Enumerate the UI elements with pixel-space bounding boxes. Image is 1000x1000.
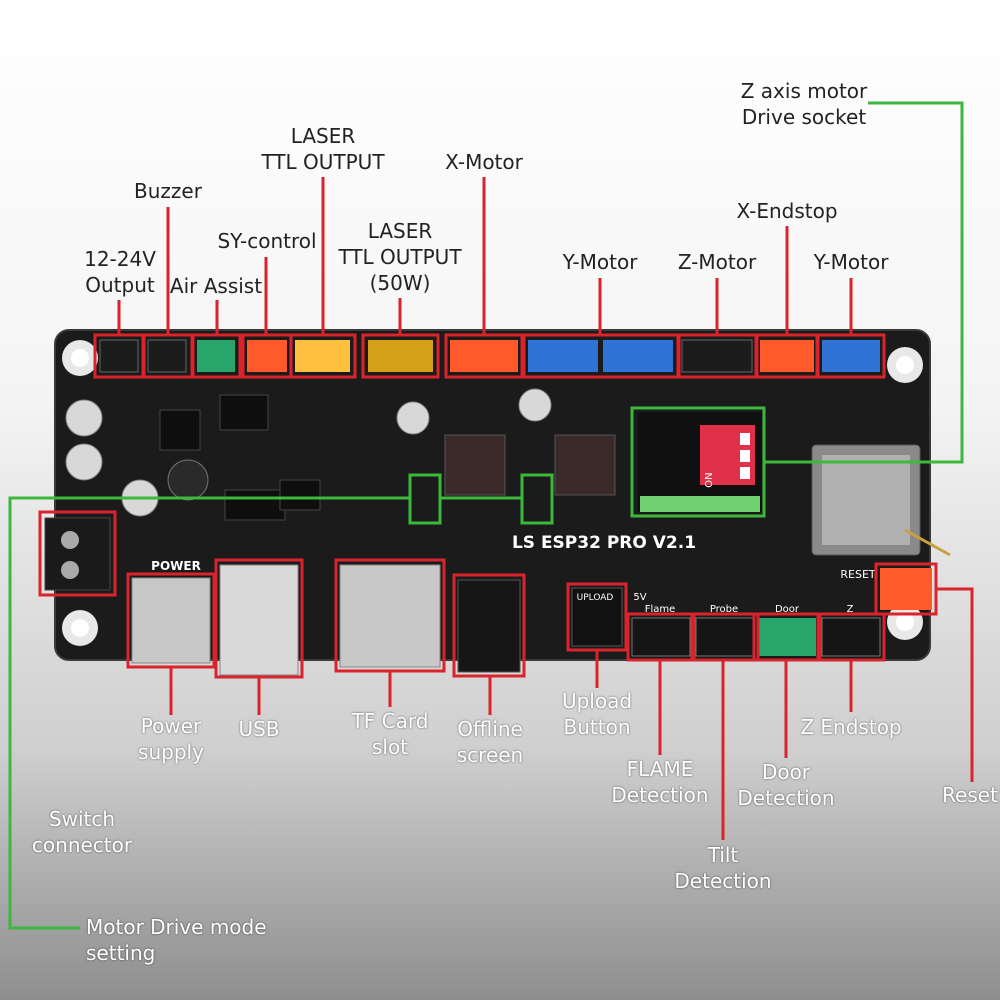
antenna (904, 528, 951, 557)
label-usb: USB (238, 717, 280, 741)
connector-x-endstop (760, 340, 814, 372)
top-connectors (99, 339, 880, 373)
label-tilt-detection: Tilt Detection (674, 843, 772, 893)
connector-flame (631, 617, 691, 657)
label-switch-connector: Switch connector (31, 807, 133, 857)
usb-port (219, 564, 299, 676)
label-y-motor-1: Y-Motor (562, 250, 638, 274)
dip-2 (740, 450, 750, 462)
connector-laser-ttl (295, 340, 350, 372)
connector-air-assist (197, 340, 235, 372)
connector-door (758, 618, 816, 656)
connector-probe (695, 617, 755, 657)
bottom-components (44, 517, 932, 676)
label-z-motor: Z-Motor (677, 250, 757, 274)
connector-y-motor-1b (603, 340, 673, 372)
connector-z-endstop (821, 617, 881, 657)
switch-terminal (44, 517, 111, 591)
silk-dip-on: ON (704, 472, 715, 487)
label-laser-ttl: LASER TTL OUTPUT (261, 124, 385, 174)
board-name: LS ESP32 PRO V2.1 (512, 533, 696, 553)
silk-reset: RESET (840, 568, 876, 581)
green-leader-lines (8, 101, 964, 930)
label-buzzer: Buzzer (134, 179, 202, 203)
esp32-shield (822, 455, 910, 545)
connector-sy-control (247, 340, 287, 372)
tf-slot (339, 564, 441, 668)
label-upload-button: Upload Button (561, 689, 633, 739)
capacitors (65, 388, 685, 517)
silk-power: POWER (151, 559, 201, 573)
label-y-motor-2: Y-Motor (813, 250, 889, 274)
label-x-motor: X-Motor (445, 150, 523, 174)
silk-probe: Probe (710, 604, 738, 615)
power-jack (131, 577, 211, 664)
label-x-endstop: X-Endstop (736, 199, 838, 223)
label-z-endstop: Z Endstop (800, 715, 902, 739)
label-laser-ttl-50w: LASER TTL OUTPUT (50W) (338, 219, 462, 295)
label-air-assist: Air Assist (169, 274, 263, 298)
silk-door: Door (775, 604, 800, 615)
connector-y-motor-1 (528, 340, 598, 372)
offline-screen-port (457, 579, 521, 673)
connector-x-motor (450, 340, 518, 372)
label-power-supply: Power supply (138, 714, 204, 764)
silk-flame: Flame (645, 604, 676, 615)
label-door-detection: Door Detection (737, 760, 835, 810)
label-sy-control: SY-control (217, 229, 317, 253)
label-flame-detection: FLAME Detection (611, 757, 709, 807)
label-reset: Reset (942, 783, 998, 807)
connector-buzzer (147, 339, 187, 373)
heatsinks (444, 434, 616, 496)
label-offline-screen: Offline screen (456, 717, 524, 767)
label-tf-card: TF Card slot (351, 709, 429, 759)
label-12-24v-output: 12-24V Output (84, 247, 156, 297)
connector-12-24v-output (99, 339, 139, 373)
connector-laser-50w (368, 340, 433, 372)
silk-5v: 5V (633, 592, 646, 603)
dip-1 (740, 433, 750, 445)
silk-z: Z (847, 604, 854, 615)
label-z-axis-socket: Z axis motor Drive socket (740, 79, 868, 129)
connector-z-motor (681, 339, 753, 373)
silk-upload: UPLOAD (577, 593, 614, 603)
label-motor-drive-mode: Motor Drive mode setting (86, 915, 267, 965)
connector-y-motor-2 (822, 340, 880, 372)
connector-reset (880, 568, 932, 610)
dip-3 (740, 467, 750, 479)
green-header (640, 496, 760, 512)
red-leader-lines (117, 177, 974, 840)
ic-chips (159, 394, 321, 521)
upload-switch (571, 587, 623, 647)
